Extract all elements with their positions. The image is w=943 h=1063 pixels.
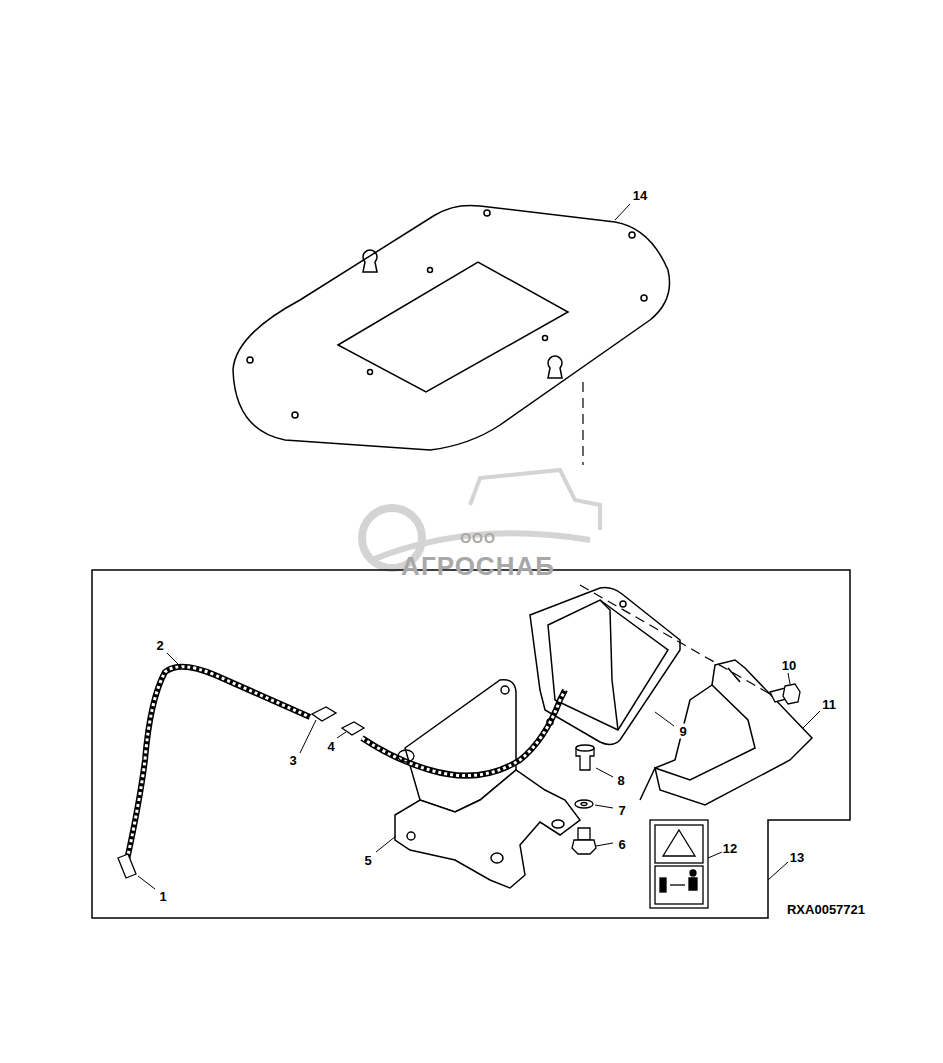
callout-number: 3: [288, 753, 297, 768]
kit-frame: [92, 570, 850, 918]
support-bracket: [640, 660, 812, 805]
mounting-plate: [233, 205, 670, 450]
callout-number: 2: [155, 638, 164, 653]
leader-lines: [138, 204, 820, 889]
watermark-text: АГРОСНАБ: [400, 552, 556, 580]
warning-decal: [650, 820, 708, 908]
watermark-text: ООО: [459, 530, 497, 546]
callout-number: 1: [158, 889, 167, 904]
callout-number: 10: [781, 658, 797, 673]
callout-number: 12: [722, 841, 738, 856]
callout-number: 14: [632, 188, 648, 203]
callout-number: 5: [363, 853, 372, 868]
fasteners: [572, 745, 596, 854]
alignment-line: [582, 382, 583, 465]
bolt: [770, 684, 800, 704]
callout-number: 7: [617, 803, 626, 818]
callout-number: RXA0057721: [786, 902, 866, 917]
callout-number: 6: [617, 837, 626, 852]
callout-number: 4: [326, 739, 335, 754]
alignment-line: [580, 585, 770, 694]
wire-harness: [118, 667, 565, 878]
callout-number: 11: [821, 697, 837, 712]
callout-number: 9: [678, 724, 687, 739]
callout-number: 13: [789, 850, 805, 865]
callout-number: 8: [616, 773, 625, 788]
